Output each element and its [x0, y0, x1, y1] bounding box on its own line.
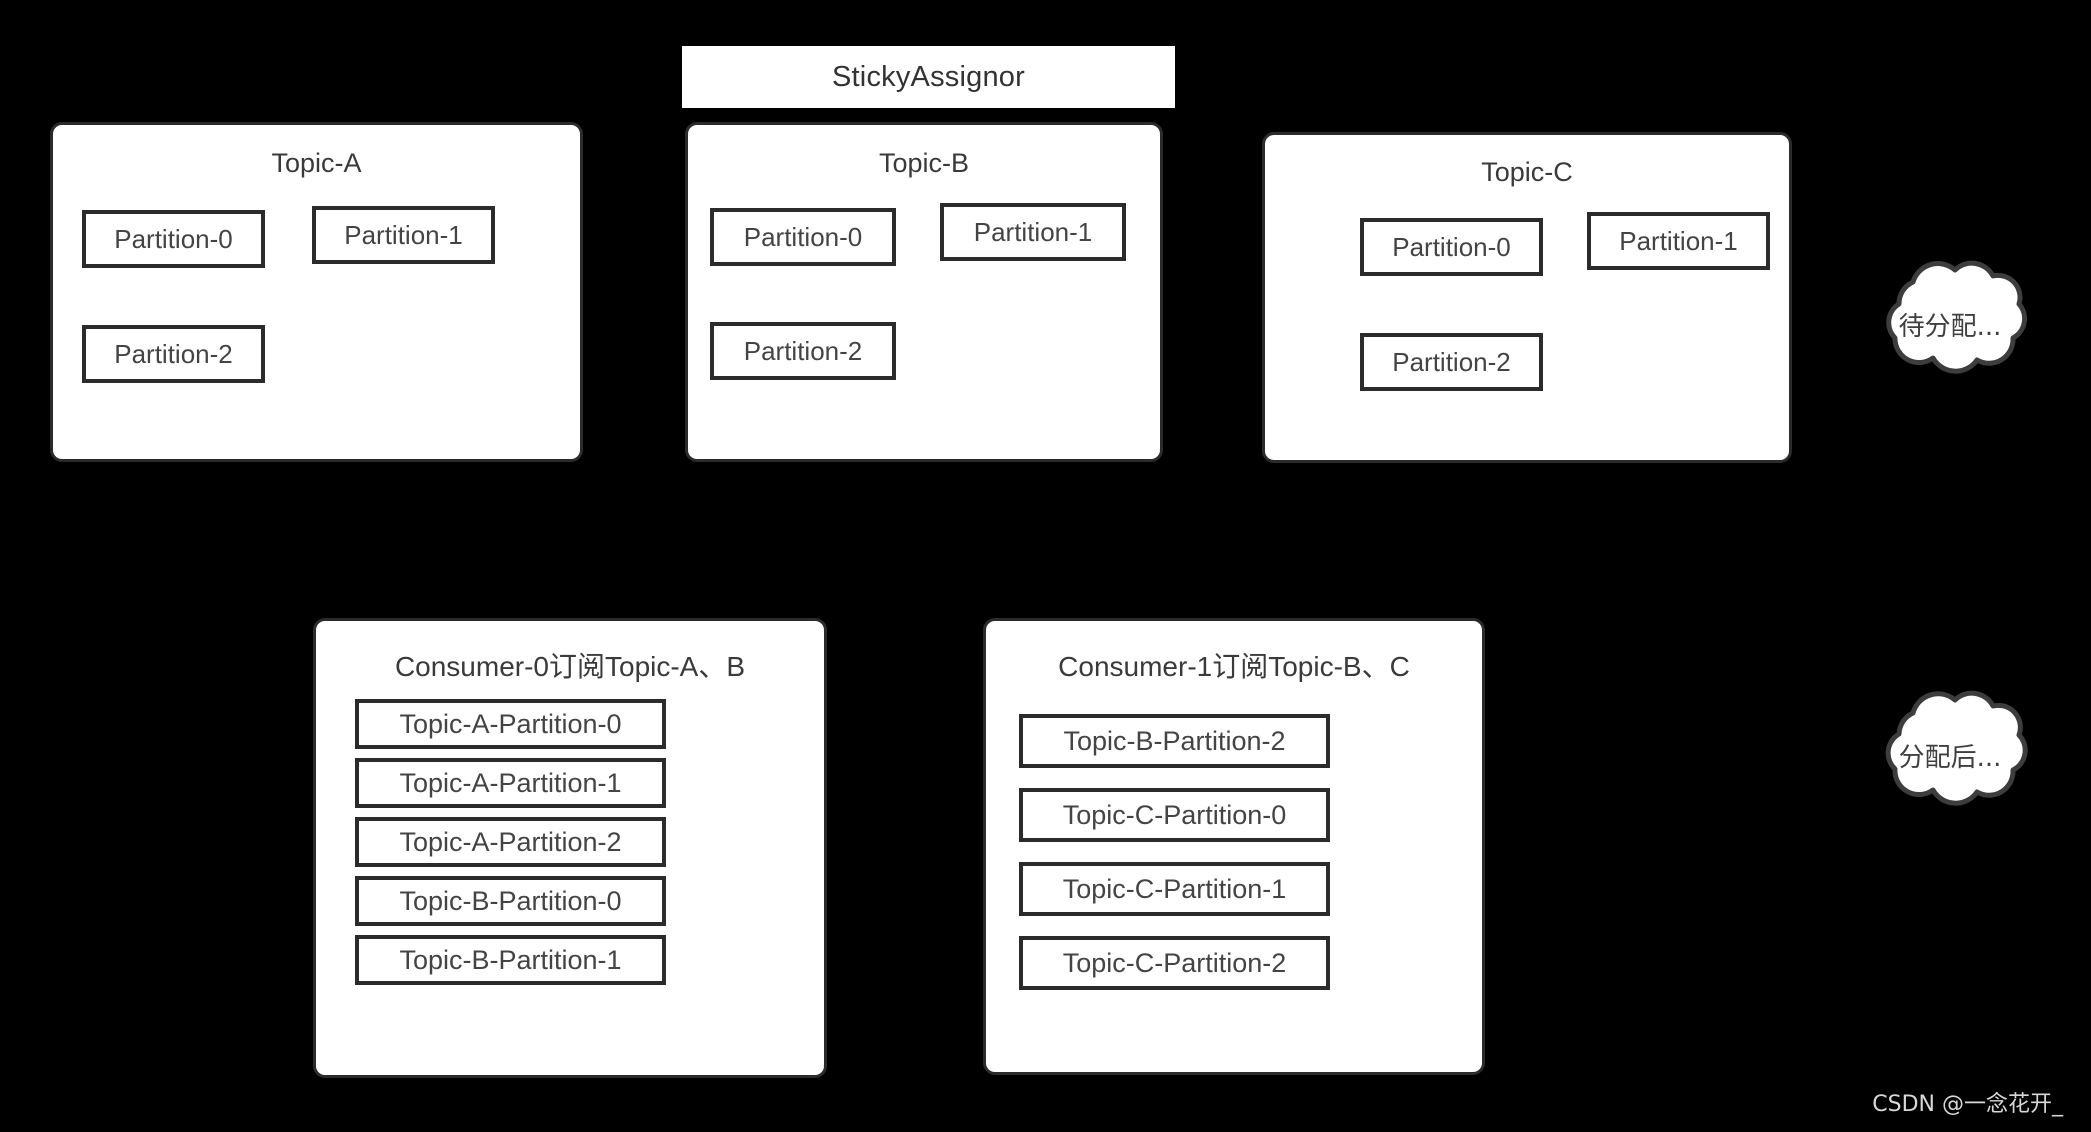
- topic-a-partition-1: Partition-1: [312, 206, 495, 264]
- consumer-1-assignment-0-label: Topic-B-Partition-2: [1063, 725, 1286, 756]
- consumer-0-assignment-3: Topic-B-Partition-0: [355, 876, 666, 926]
- topic-a-partition-1-label: Partition-1: [344, 219, 463, 250]
- topic-b-partition-1-label: Partition-1: [973, 216, 1093, 247]
- consumer-0-assignment-2-label: Topic-A-Partition-2: [399, 826, 622, 857]
- topic-c-partition-1: Partition-1: [1587, 212, 1770, 270]
- cloud-shape-icon: [1885, 690, 2028, 806]
- consumer-1-assignment-3: Topic-C-Partition-2: [1019, 936, 1330, 990]
- consumer-box-1: Consumer-1订阅Topic-B、C Topic-B-Partition-…: [983, 618, 1485, 1075]
- cloud-shape-icon: [1886, 260, 2028, 374]
- consumer-0-assignment-2: Topic-A-Partition-2: [355, 817, 666, 867]
- topic-b-partition-2-label: Partition-2: [743, 335, 863, 366]
- consumer-0-assignment-4: Topic-B-Partition-1: [355, 935, 666, 985]
- topic-a-partition-0: Partition-0: [82, 210, 265, 268]
- cloud-callout-assigned: 分配后...: [1855, 677, 2045, 829]
- topic-c-partition-0: Partition-0: [1360, 218, 1543, 276]
- topic-b-partition-2: Partition-2: [710, 322, 896, 380]
- watermark-text: CSDN @一念花开_: [1872, 1092, 2063, 1117]
- topic-b-partition-0-label: Partition-0: [743, 221, 863, 252]
- consumer-box-0: Consumer-0订阅Topic-A、B Topic-A-Partition-…: [313, 618, 827, 1078]
- consumer-1-title: Consumer-1订阅Topic-B、C: [1058, 651, 1410, 682]
- topic-c-partition-1-label: Partition-1: [1619, 225, 1738, 256]
- topic-box-a: Topic-A Partition-0 Partition-1 Partitio…: [50, 122, 583, 462]
- cloud-assigned-label: 分配后...: [1898, 743, 2002, 773]
- topic-box-c: Topic-C Partition-0 Partition-1 Partitio…: [1262, 132, 1792, 463]
- consumer-1-assignment-0: Topic-B-Partition-2: [1019, 714, 1330, 768]
- consumer-0-assignment-4-label: Topic-B-Partition-1: [399, 944, 622, 975]
- page-title: StickyAssignor: [832, 60, 1025, 93]
- consumer-1-assignment-1: Topic-C-Partition-0: [1019, 788, 1330, 842]
- topic-a-title: Topic-A: [271, 148, 362, 178]
- topic-c-partition-2: Partition-2: [1360, 333, 1543, 391]
- consumer-1-assignment-2-label: Topic-C-Partition-1: [1062, 873, 1287, 904]
- topic-c-partition-0-label: Partition-0: [1392, 231, 1511, 262]
- consumer-1-assignment-2: Topic-C-Partition-1: [1019, 862, 1330, 916]
- cloud-callout-pending: 待分配...: [1855, 248, 2045, 396]
- consumer-1-assignment-1-label: Topic-C-Partition-0: [1062, 799, 1287, 830]
- consumer-0-assignment-0-label: Topic-A-Partition-0: [399, 708, 622, 739]
- topic-b-partition-1: Partition-1: [940, 203, 1126, 261]
- consumer-0-assignment-1: Topic-A-Partition-1: [355, 758, 666, 808]
- topic-box-b: Topic-B Partition-0 Partition-1 Partitio…: [685, 122, 1163, 462]
- topic-c-partition-2-label: Partition-2: [1392, 346, 1511, 377]
- topic-b-partition-0: Partition-0: [710, 208, 896, 266]
- consumer-0-assignment-3-label: Topic-B-Partition-0: [399, 885, 622, 916]
- diagram-title-box: StickyAssignor: [682, 46, 1175, 108]
- topic-a-partition-2: Partition-2: [82, 325, 265, 383]
- topic-b-title: Topic-B: [878, 148, 970, 178]
- consumer-0-title: Consumer-0订阅Topic-A、B: [394, 651, 746, 682]
- topic-c-title: Topic-C: [1481, 157, 1573, 187]
- consumer-0-assignment-0: Topic-A-Partition-0: [355, 699, 666, 749]
- cloud-pending-label: 待分配...: [1898, 312, 2002, 342]
- consumer-0-assignment-1-label: Topic-A-Partition-1: [399, 767, 622, 798]
- topic-a-partition-2-label: Partition-2: [114, 338, 233, 369]
- topic-a-partition-0-label: Partition-0: [114, 223, 233, 254]
- consumer-1-assignment-3-label: Topic-C-Partition-2: [1062, 947, 1287, 978]
